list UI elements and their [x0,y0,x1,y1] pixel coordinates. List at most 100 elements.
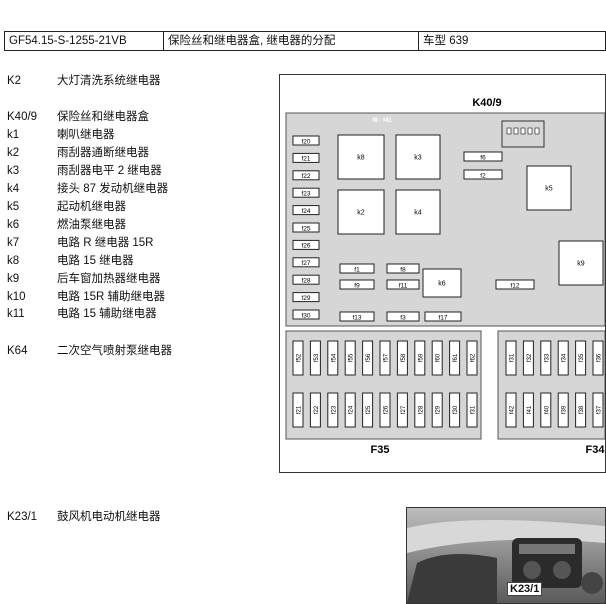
f34-bottom-fuse-slot [592,392,604,428]
left-fuse-slot [292,257,320,268]
top-fuse-range-label: f8 - f41 [372,118,392,124]
fuse-bank-f34-label: F34 [586,444,605,456]
f35-bottom-fuse-slot [327,392,339,428]
relay-code: k11 [7,308,25,320]
f35-top-fuse-slot [379,340,391,376]
f34-top-fuse-slot [575,340,587,376]
left-fuse-label: f30 [301,312,310,319]
f34-bottom-fuse-label: f38 [579,405,585,414]
left-fuse-label: f26 [301,243,310,250]
relay-code: k1 [7,129,20,141]
fuse-label: f6 [480,154,486,161]
relay-code: K40/9 [7,111,38,123]
f35-bottom-fuse-label: f21 [297,405,303,414]
relay-description: 喇叭继电器 [57,129,115,141]
fuse-label: f9 [354,282,360,289]
fuse-label: f2 [480,172,486,179]
f34-top-fuse-slot [592,340,604,376]
connector-pin [520,127,526,135]
left-fuse-slot [292,309,320,320]
left-fuse-label: f22 [301,173,310,180]
left-fuse-slot [292,274,320,285]
f35-bottom-fuse-slot [292,392,304,428]
relay-description: 二次空气喷射泵继电器 [57,345,172,357]
fuse-f2 [463,169,503,180]
left-fuse-label: f27 [301,260,310,267]
relay-k5 [526,165,572,211]
left-fuse-slot [292,170,320,181]
left-fuse-slot [292,135,320,146]
f34-top-fuse-label: f33 [544,353,550,362]
fuse-f13 [339,311,375,322]
fuse-bank-f35-label: F35 [371,444,390,456]
left-fuse-label: f28 [301,278,310,285]
f34-top-fuse-label: f31 [510,353,516,362]
left-fuse-label: f21 [301,156,310,163]
f35-bottom-fuse-slot [466,392,478,428]
fuse-f1 [339,263,375,274]
fuse-label: f8 [400,266,406,273]
relay-description: 电路 R 继电器 15R [57,237,154,249]
relay-label: k3 [414,155,422,162]
relay-code: k3 [7,165,20,177]
f35-bottom-fuse-label: f23 [331,405,337,414]
relay-code: K23/1 [7,511,38,523]
fuse-f11 [386,279,420,290]
left-fuse-slot [292,187,320,198]
f34-top-fuse-slot [522,340,534,376]
left-fuse-slot [292,222,320,233]
f34-bottom-fuse-slot [505,392,517,428]
f34-bottom-fuse-label: f39 [562,405,568,414]
relay-code: k10 [7,291,26,303]
relay-code: k2 [7,147,20,159]
f35-top-fuse-slot [344,340,356,376]
fuse-f9 [339,279,375,290]
fuse-label: f3 [400,314,406,321]
f35-bottom-fuse-slot [396,392,408,428]
diagram-title: K40/9 [472,97,501,109]
relay-description: 电路 15 辅助继电器 [57,308,157,320]
relay-description: 鼓风机电动机继电器 [57,511,161,523]
relay-description: 起动机继电器 [57,201,126,213]
f35-top-fuse-label: f58 [401,353,407,362]
connector-pin [527,127,533,135]
fuse-f8 [386,263,420,274]
f35-top-fuse-slot [414,340,426,376]
fuse-f3 [386,311,420,322]
f34-bottom-fuse-label: f41 [527,405,533,414]
relay-code: k5 [7,201,20,213]
f35-top-fuse-label: f57 [384,353,390,362]
f34-top-fuse-slot [557,340,569,376]
f35-top-fuse-slot [449,340,461,376]
photo-callout-label: K23/1 [507,582,543,596]
f35-top-fuse-slot [466,340,478,376]
f35-top-fuse-label: f53 [314,353,320,362]
f35-bottom-fuse-label: f25 [366,405,372,414]
relay-label: k4 [414,210,422,217]
relay-label: k9 [577,261,585,268]
f34-bottom-fuse-slot [522,392,534,428]
f34-bottom-fuse-label: f37 [597,405,603,414]
document-header: GF54.15-S-1255-21VB 保险丝和继电器盒, 继电器的分配 车型 … [4,31,606,51]
connector-pin [506,127,512,135]
dashboard-illustration [407,508,605,603]
relay-description: 燃油泵继电器 [57,219,126,231]
fuse-f6 [463,151,503,162]
fuse-box-svg: K40/9f8 - f41f20f21f22f23f24f25f26f27f28… [285,97,606,456]
relay-k9 [558,240,604,286]
f34-top-fuse-slot [540,340,552,376]
fuse-label: f17 [438,314,447,321]
f34-bottom-fuse-label: f40 [544,405,550,414]
f35-bottom-fuse-label: f24 [349,405,355,414]
f34-bottom-fuse-slot [575,392,587,428]
relay-k3 [395,134,441,180]
fuse-label: f1 [354,266,360,273]
relay-description: 保险丝和继电器盒 [57,111,149,123]
f35-bottom-fuse-slot [414,392,426,428]
f35-bottom-fuse-slot [431,392,443,428]
relay-k2 [337,189,385,235]
f35-bottom-fuse-label: f28 [418,405,424,414]
left-fuse-label: f23 [301,191,310,198]
doc-title: 保险丝和继电器盒, 继电器的分配 [164,32,419,50]
